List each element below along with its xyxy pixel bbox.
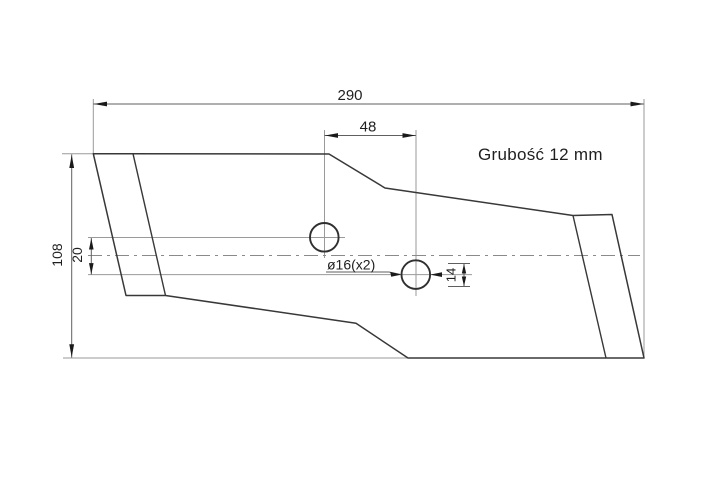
dimension-label-hole-spacing: 48	[360, 119, 377, 136]
dimension-label-lower-hole-offset: 14	[444, 268, 459, 282]
hole-diameter-label: ø16(x2)	[327, 257, 375, 273]
arrowhead-290-right	[630, 101, 644, 107]
arrowhead-14-bottom	[461, 276, 467, 287]
arrowhead-callout-left	[390, 271, 402, 277]
arrowhead-48-right	[402, 133, 416, 138]
hole-2	[400, 259, 432, 290]
bevel-line-right	[572, 215, 607, 359]
part-outline	[92, 152, 645, 359]
dimension-label-overall-width: 108	[49, 243, 65, 267]
dimension-lower-hole-offset: 14	[444, 263, 467, 287]
dimension-hole-vertical-offset: 20	[69, 238, 94, 275]
hole-diameter-callout: ø16(x2)	[326, 257, 442, 277]
arrowhead-callout-right	[430, 272, 442, 277]
dimension-hole-spacing: 48	[324, 119, 416, 138]
arrowhead-20-top	[89, 238, 94, 250]
arrowhead-108-bottom	[69, 344, 75, 358]
dimension-label-hole-vertical-offset: 20	[69, 247, 85, 263]
extension-lines	[62, 99, 645, 359]
bevel-line-left	[132, 153, 167, 296]
arrowhead-108-top	[69, 154, 75, 168]
dimension-overall-width: 108	[49, 154, 75, 358]
hole-1	[309, 222, 340, 253]
dimension-overall-length: 290	[93, 87, 644, 107]
dimension-label-overall-length: 290	[337, 87, 362, 104]
arrowhead-20-bottom	[89, 263, 94, 275]
arrowhead-48-left	[325, 133, 338, 138]
arrowhead-14-top	[461, 263, 467, 274]
thickness-note: Grubość 12 mm	[478, 145, 603, 164]
arrowhead-290-left	[93, 101, 107, 107]
